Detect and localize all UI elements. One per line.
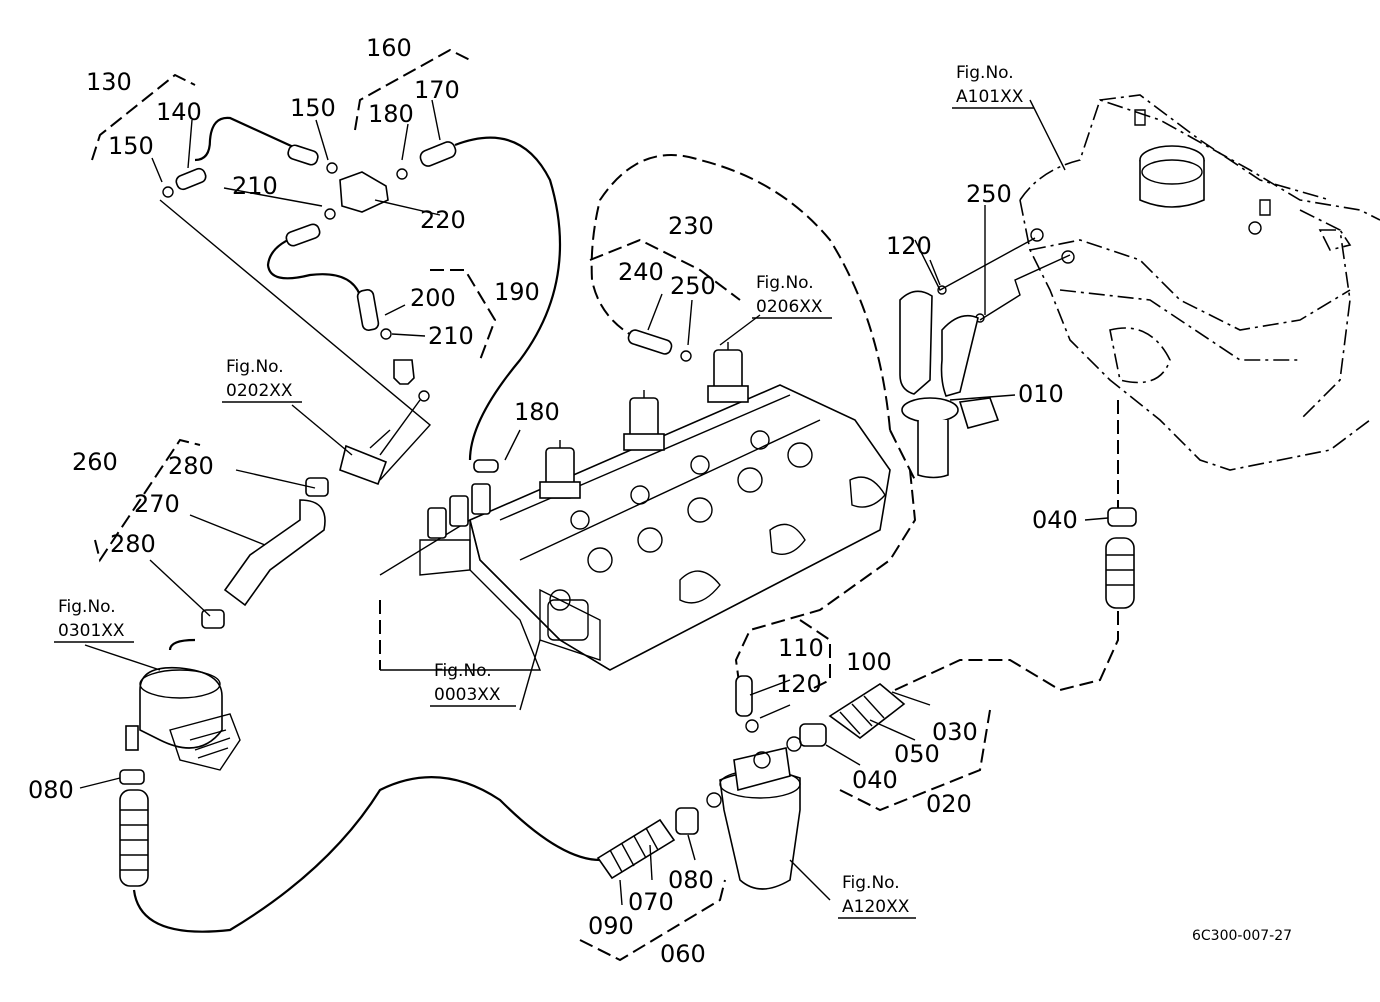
label-080-right: 080 [668, 866, 714, 894]
label-010: 010 [1018, 380, 1064, 408]
hose-040-right [1105, 537, 1135, 609]
drawing-code: 6C300-007-27 [1192, 928, 1292, 944]
label-140: 140 [156, 98, 202, 126]
label-170: 170 [414, 76, 460, 104]
label-070: 070 [628, 888, 674, 916]
hose-050 [828, 683, 906, 740]
label-180-upper: 180 [368, 100, 414, 128]
hose-200 [356, 289, 380, 331]
figref-a101-line2: A101XX [956, 87, 1024, 107]
return-pipe-010 [899, 237, 1071, 479]
hose-170 [419, 141, 457, 167]
figref-0202-line2: 0202XX [226, 381, 293, 401]
clamp-080-left [119, 769, 145, 785]
figref-a120-line2: A120XX [842, 897, 910, 917]
figref-0003-line2: 0003XX [434, 685, 501, 705]
figref-a120[interactable]: Fig.No. A120XX [838, 873, 916, 919]
label-150-left: 150 [108, 132, 154, 160]
label-130: 130 [86, 68, 132, 96]
injector-2 [623, 390, 665, 451]
feed-pump-area [125, 429, 391, 771]
figref-0206-line2: 0206XX [756, 297, 823, 317]
feed-pump [139, 666, 223, 749]
fuel-tank-drawing [1019, 94, 1380, 471]
clamp-040 [799, 723, 827, 747]
label-100: 100 [846, 648, 892, 676]
leak-off-line [159, 116, 985, 481]
figref-0206-line1: Fig.No. [756, 273, 814, 293]
figref-a101-line1: Fig.No. [956, 63, 1014, 83]
injection-pipes [419, 483, 491, 576]
hose-180-lower [473, 459, 499, 473]
label-030: 030 [932, 718, 978, 746]
clamp-280-top [305, 477, 329, 497]
clamp-280-bottom [201, 609, 225, 629]
fuel-feed-line [119, 400, 1137, 933]
hose-110 [735, 675, 753, 717]
cylinder-head-drawing [379, 342, 891, 671]
figref-0301-line1: Fig.No. [58, 597, 116, 617]
part-labels: 010 020 030 040 040 050 060 070 080 080 … [28, 34, 1078, 968]
label-270: 270 [134, 490, 180, 518]
figref-0202[interactable]: Fig.No. 0202XX [222, 357, 302, 403]
figref-a101[interactable]: Fig.No. A101XX [952, 63, 1034, 109]
label-050: 050 [894, 740, 940, 768]
pump-outlet [125, 725, 139, 751]
label-220: 220 [420, 206, 466, 234]
clamp-040-right [1107, 507, 1137, 527]
figure-references: Fig.No. A101XX Fig.No. 0206XX Fig.No. 02… [54, 63, 1034, 919]
label-190: 190 [494, 278, 540, 306]
hose-upper [285, 223, 321, 247]
label-150-right: 150 [290, 94, 336, 122]
hose-240 [627, 329, 673, 355]
label-250-right: 250 [966, 180, 1012, 208]
hose-150 [287, 144, 319, 166]
label-200: 200 [410, 284, 456, 312]
fuel-filter [706, 675, 802, 890]
hose-270 [223, 499, 326, 607]
banjo-fitting [393, 359, 415, 385]
label-060: 060 [660, 940, 706, 968]
tee-220 [339, 171, 389, 213]
figref-a120-line1: Fig.No. [842, 873, 900, 893]
label-210-upper: 210 [232, 172, 278, 200]
hose-140 [175, 167, 207, 191]
label-040-right: 040 [1032, 506, 1078, 534]
label-120-lower: 120 [776, 670, 822, 698]
group-brackets [91, 48, 991, 962]
figref-0003[interactable]: Fig.No. 0003XX [430, 661, 516, 707]
banjo-0202 [339, 444, 388, 486]
leader-lines [79, 99, 1109, 906]
injector-1 [539, 440, 581, 499]
label-110: 110 [778, 634, 824, 662]
label-020: 020 [926, 790, 972, 818]
label-240: 240 [618, 258, 664, 286]
label-210-lower: 210 [428, 322, 474, 350]
figref-0003-line1: Fig.No. [434, 661, 492, 681]
label-250-left: 250 [670, 272, 716, 300]
label-180-lower: 180 [514, 398, 560, 426]
clamp-080-right [675, 807, 699, 835]
label-260: 260 [72, 448, 118, 476]
label-160: 160 [366, 34, 412, 62]
hose-090 [596, 818, 676, 880]
figref-0301-line2: 0301XX [58, 621, 125, 641]
label-040-lower: 040 [852, 766, 898, 794]
label-230: 230 [668, 212, 714, 240]
hose-090-left [119, 789, 149, 887]
label-280-upper: 280 [168, 452, 214, 480]
injector-3 [707, 342, 749, 403]
label-090: 090 [588, 912, 634, 940]
figref-0301[interactable]: Fig.No. 0301XX [54, 597, 134, 643]
figref-0206[interactable]: Fig.No. 0206XX [752, 273, 832, 319]
label-120-upper: 120 [886, 232, 932, 260]
label-080-left: 080 [28, 776, 74, 804]
label-280-lower: 280 [110, 530, 156, 558]
figref-0202-line1: Fig.No. [226, 357, 284, 377]
